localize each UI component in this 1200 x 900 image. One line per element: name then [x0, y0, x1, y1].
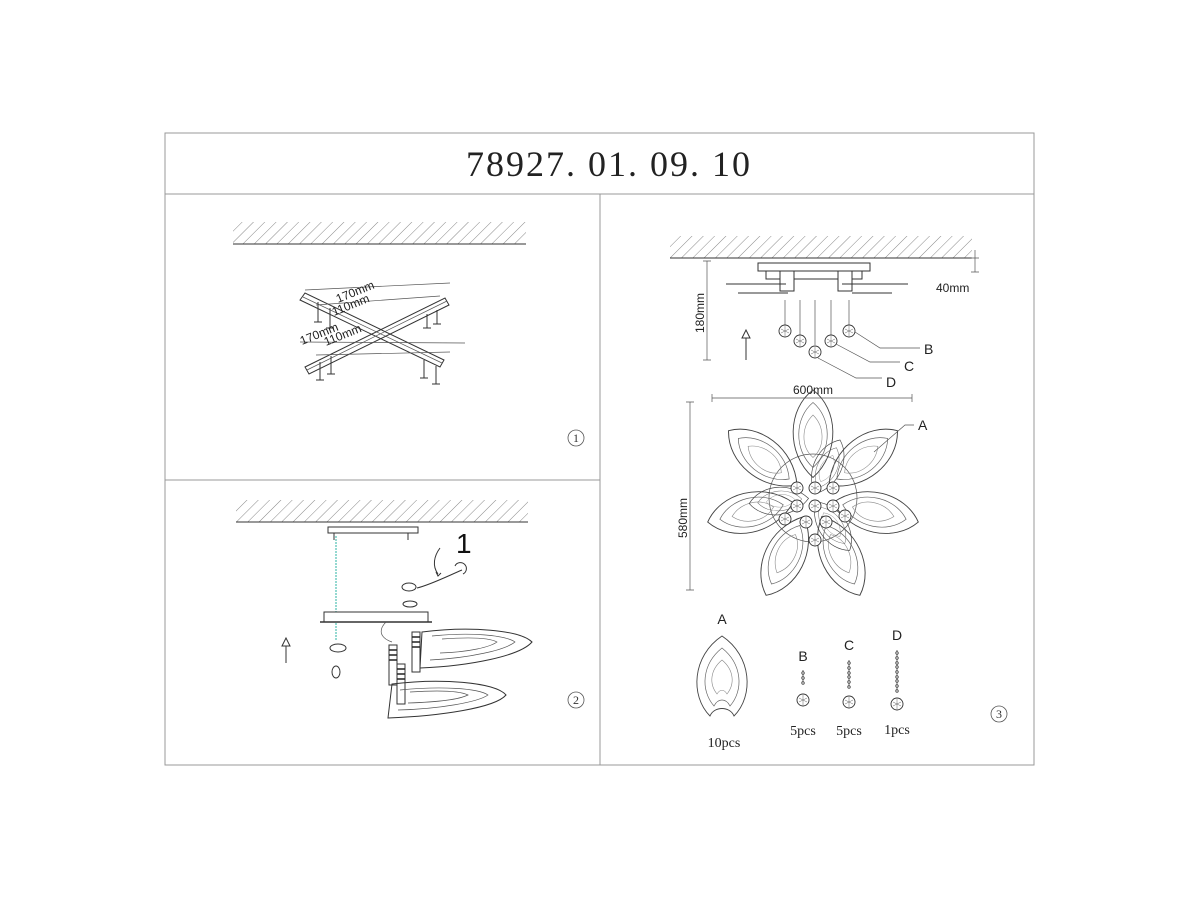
crystal-strands-side [778, 300, 856, 359]
ceiling-hatch-2 [236, 500, 528, 522]
wrench-tool [416, 569, 463, 589]
callout-d-side: D [886, 374, 896, 390]
nut-part [331, 665, 341, 679]
hook-ring [401, 582, 417, 592]
part-c-letter: C [844, 637, 854, 653]
ceiling-hatch-3 [670, 236, 972, 258]
fixture-top-view [702, 389, 924, 605]
model-number: 78927. 01. 09. 10 [466, 144, 752, 184]
part-b-crystal-icon [796, 669, 810, 707]
step1-badge [567, 429, 585, 447]
step3-badge [990, 705, 1008, 723]
step1-panel: 170mm 110mm 170mm 110mm 1 [233, 222, 585, 447]
part-d-crystal-icon [890, 649, 904, 711]
callout-b-side: B [924, 341, 933, 357]
part-a-qty: 10pcs [708, 736, 741, 751]
step2-callout-1: 1 [456, 528, 472, 559]
step3-number: 3 [996, 707, 1002, 721]
canopy-base [323, 611, 429, 623]
step3-panel: 180mm 40mm B C D 600mm 580mm [670, 236, 1008, 751]
petal-plate-lower [387, 680, 507, 719]
part-c-qty: 5pcs [836, 724, 862, 739]
cap-part [329, 643, 347, 653]
part-d-qty: 1pcs [884, 723, 910, 738]
rotation-arrow [433, 547, 441, 575]
step2-badge [567, 691, 585, 709]
ceiling-hatch [233, 222, 526, 244]
part-c-crystal-icon [842, 659, 856, 709]
callout-c-side: C [904, 358, 914, 374]
step2-number: 2 [573, 693, 579, 707]
part-d-letter: D [892, 627, 902, 643]
ceiling-plate [327, 526, 419, 534]
callout-a-top: A [918, 417, 928, 433]
fixture-side-view [726, 262, 908, 294]
mounting-bracket-a [299, 292, 445, 368]
flower-outer-petal [792, 389, 834, 478]
up-arrow-icon [281, 636, 291, 647]
part-a-letter: A [717, 611, 727, 627]
flower-outer-petal [702, 482, 798, 542]
step1-number: 1 [573, 431, 579, 445]
mounting-bracket-b [304, 297, 450, 375]
part-b-letter: B [798, 648, 807, 664]
petal-plate-upper [419, 628, 533, 669]
up-arrow-icon-3 [741, 328, 751, 339]
parts-list: A 10pcs B 5pcs C 5pcs D [696, 611, 910, 751]
part-a-petal-icon [696, 635, 748, 717]
part-b-qty: 5pcs [790, 724, 816, 739]
step2-panel: 1 2 [236, 500, 585, 719]
crystal-balls-top [778, 481, 852, 547]
depth-label: 580mm [676, 498, 690, 538]
side-height-label: 180mm [693, 293, 707, 333]
flower-outer-petal [803, 507, 879, 605]
canopy-height-label: 40mm [936, 281, 969, 295]
bracket-screws [314, 302, 441, 385]
connector-posts [388, 631, 421, 705]
